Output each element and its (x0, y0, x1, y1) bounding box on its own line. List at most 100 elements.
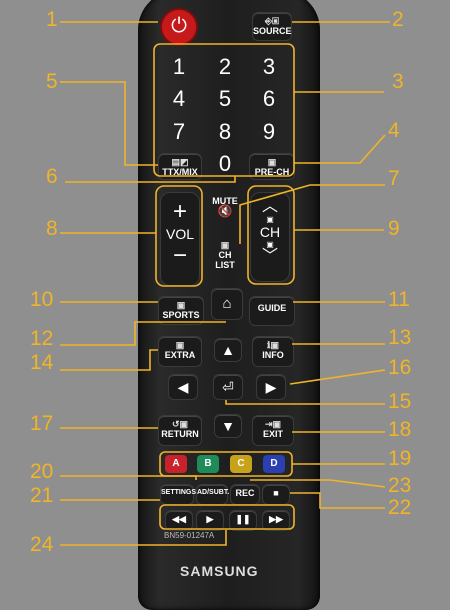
digit-6-button[interactable]: 6 (262, 86, 276, 111)
callout-6: 6 (46, 165, 58, 188)
callout-16: 16 (388, 356, 412, 379)
guide-button[interactable]: GUIDE (249, 296, 295, 326)
down-arrow-icon: ▼ (221, 418, 235, 434)
return-icon: ↺▣ (171, 419, 189, 429)
channel-label: CH (259, 224, 281, 240)
callout-20: 20 (30, 460, 54, 483)
extra-label: EXTRA (164, 350, 196, 360)
enter-button[interactable]: ⏎ (213, 374, 243, 400)
sports-label: SPORTS (162, 310, 200, 320)
mute-button[interactable]: MUTE 🔇 (210, 190, 240, 232)
callout-8: 8 (46, 217, 58, 240)
fast-forward-button[interactable]: ▶▶ (262, 510, 290, 531)
volume-up-icon[interactable]: + (172, 198, 187, 225)
exit-icon: ⇥▣ (264, 419, 282, 429)
pause-button[interactable]: ❚❚ (229, 510, 257, 531)
extra-button[interactable]: ▣ EXTRA (158, 336, 202, 367)
guide-label: GUIDE (257, 303, 287, 313)
ch-list-icon: ▣ (220, 240, 230, 250)
source-button[interactable]: ⎆▣ SOURCE (252, 12, 292, 41)
up-arrow-icon: ▲ (221, 342, 235, 358)
sports-button[interactable]: ▣ SPORTS (158, 296, 204, 325)
green-b-button[interactable]: B (197, 455, 219, 473)
left-arrow-button[interactable]: ◀ (168, 374, 198, 400)
ttx-icon: ▤◩ (171, 157, 189, 167)
callout-24: 24 (30, 533, 54, 556)
callout-2: 2 (392, 8, 404, 31)
extra-icon: ▣ (175, 340, 185, 350)
play-icon: ▶ (206, 514, 214, 524)
digit-7-button[interactable]: 7 (172, 119, 186, 144)
volume-rocker[interactable]: + VOL − (160, 192, 200, 286)
callout-5: 5 (46, 70, 58, 93)
right-arrow-icon: ▶ (265, 379, 277, 395)
source-label: SOURCE (253, 26, 292, 36)
ad-subt-label: AD/SUBT. (197, 489, 230, 496)
left-arrow-icon: ◀ (177, 379, 189, 395)
mute-icon: 🔇 (217, 204, 233, 218)
callout-15: 15 (388, 390, 412, 413)
callout-19: 19 (388, 447, 412, 470)
volume-down-icon[interactable]: − (172, 242, 187, 269)
callout-23: 23 (388, 474, 412, 497)
rewind-button[interactable]: ◀◀ (165, 510, 193, 531)
info-icon: ℹ▣ (267, 340, 279, 350)
right-arrow-button[interactable]: ▶ (256, 374, 286, 400)
callout-11: 11 (388, 288, 410, 311)
pause-icon: ❚❚ (235, 514, 251, 524)
channel-down-icon[interactable]: ﹀ (261, 248, 278, 265)
home-button[interactable]: ⌂ (211, 288, 243, 320)
rec-label: REC (235, 488, 255, 498)
callout-7: 7 (388, 167, 400, 190)
sports-icon: ▣ (176, 300, 186, 310)
settings-label: SETTINGS (161, 489, 197, 496)
volume-label: VOL (165, 226, 194, 242)
callout-9: 9 (388, 217, 400, 240)
up-arrow-button[interactable]: ▲ (214, 338, 242, 362)
digit-3-button[interactable]: 3 (262, 54, 276, 79)
blue-d-button[interactable]: D (263, 455, 285, 473)
down-arrow-button[interactable]: ▼ (214, 414, 242, 438)
play-button[interactable]: ▶ (196, 510, 224, 531)
source-icon: ⎆▣ (264, 16, 280, 26)
callout-22: 22 (388, 496, 412, 519)
callout-18: 18 (388, 418, 412, 441)
power-button[interactable]: ⏻ (160, 8, 198, 46)
mute-label: MUTE (212, 196, 238, 206)
ch-list-label: CH LIST (215, 250, 235, 270)
stop-icon: ■ (273, 488, 279, 498)
red-a-button[interactable]: A (165, 455, 187, 473)
return-button[interactable]: ↺▣ RETURN (158, 415, 202, 446)
callout-12: 12 (30, 327, 54, 350)
pre-ch-label: PRE-CH (254, 167, 290, 177)
digit-2-button[interactable]: 2 (218, 54, 232, 79)
digit-5-button[interactable]: 5 (218, 86, 232, 111)
channel-rocker[interactable]: ︿ ▣ CH ▣ ﹀ (250, 192, 290, 282)
channel-down-small-icon: ▣ (266, 240, 274, 249)
info-button[interactable]: ℹ▣ INFO (252, 336, 294, 367)
enter-icon: ⏎ (222, 379, 234, 395)
brand-logo: SAMSUNG (180, 563, 259, 579)
digit-4-button[interactable]: 4 (172, 86, 186, 111)
return-label: RETURN (161, 429, 199, 439)
ttx-label: TTX/MIX (162, 167, 198, 177)
model-number: BN59-01247A (164, 531, 215, 540)
callout-21: 21 (30, 484, 54, 507)
callout-3: 3 (392, 70, 404, 93)
fast-forward-icon: ▶▶ (269, 514, 283, 524)
ch-list-button[interactable]: ▣ CH LIST (210, 238, 240, 274)
digit-8-button[interactable]: 8 (218, 119, 232, 144)
digit-1-button[interactable]: 1 (172, 54, 186, 79)
channel-up-small-icon: ▣ (266, 215, 274, 224)
callout-10: 10 (30, 288, 54, 311)
callout-4: 4 (388, 119, 400, 142)
yellow-c-button[interactable]: C (230, 455, 252, 473)
digit-0-button[interactable]: 0 (218, 151, 232, 176)
callout-13: 13 (388, 326, 412, 349)
pre-ch-icon: ▣ (267, 157, 277, 167)
exit-button[interactable]: ⇥▣ EXIT (252, 415, 294, 446)
digit-9-button[interactable]: 9 (262, 119, 276, 144)
exit-label: EXIT (262, 429, 283, 439)
channel-up-icon[interactable]: ︿ (261, 198, 278, 215)
info-label: INFO (262, 350, 284, 360)
